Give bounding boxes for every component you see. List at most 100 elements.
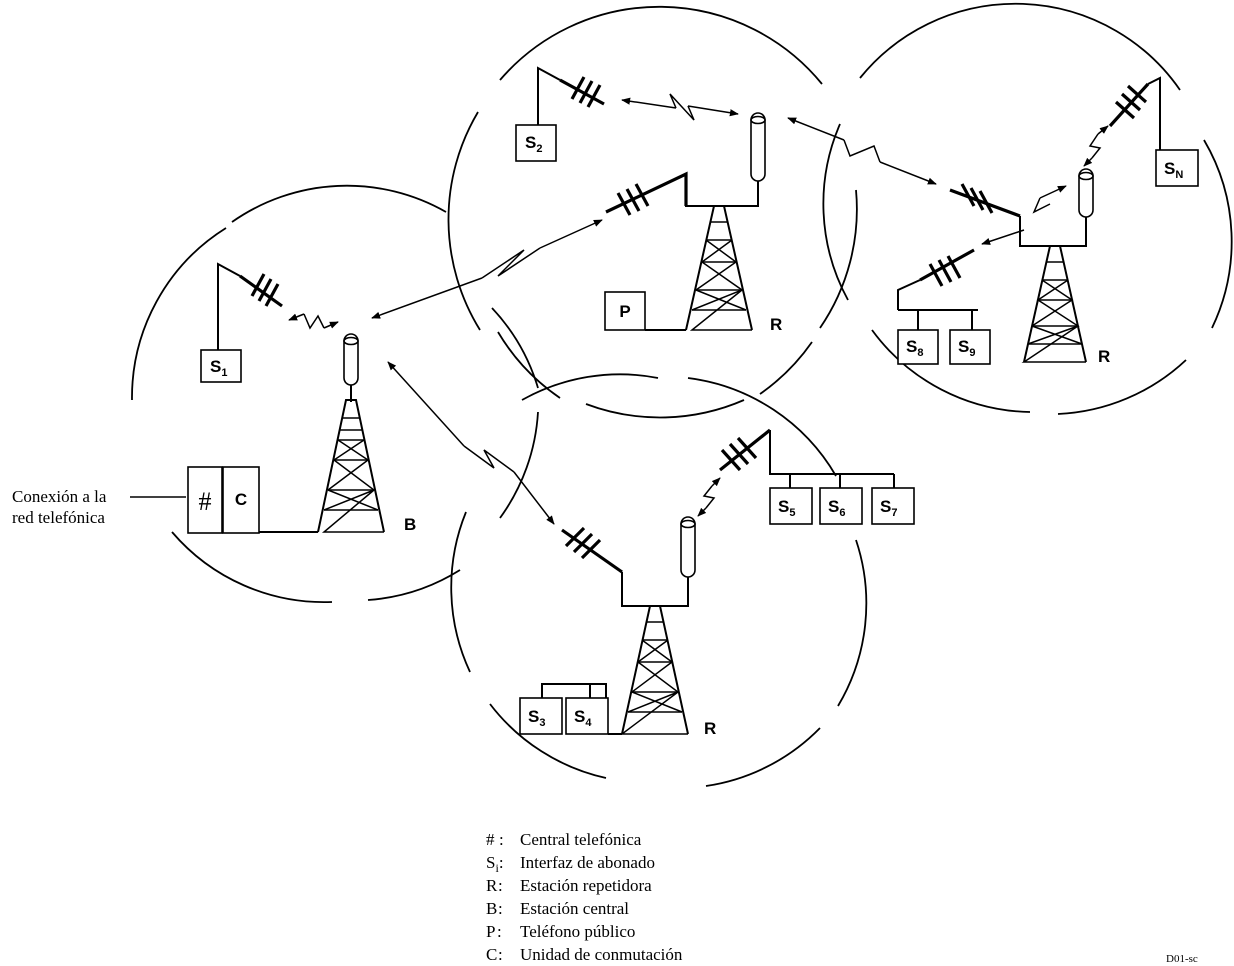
- legend-item: B : Estación central: [486, 899, 629, 918]
- tower-right: [1021, 245, 1087, 363]
- tower-b: [317, 399, 385, 533]
- s9-index: 9: [969, 347, 975, 359]
- omni-antenna-top: [750, 112, 766, 182]
- s2-letter: S: [525, 133, 536, 152]
- s4-letter: S: [574, 707, 585, 726]
- cell-right-repeater-coverage: [822, 2, 1233, 415]
- s6-index: 6: [839, 507, 845, 519]
- svg-text::: :: [498, 945, 503, 964]
- exchange-symbol: #: [199, 487, 212, 516]
- s9-letter: S: [958, 337, 969, 356]
- arrow-right-to-s8s9: [981, 229, 1025, 245]
- bottom-repeater-station: R: [561, 516, 716, 738]
- svg-text:S8: S8: [906, 337, 923, 359]
- radio-link-b-bottom: [387, 361, 555, 525]
- radio-link-s2-top: [621, 93, 739, 121]
- legend-key: #: [486, 830, 495, 849]
- radio-link-s5-bottom: [697, 477, 721, 517]
- cell-top-repeater-coverage: [447, 5, 858, 419]
- s7-index: 7: [891, 507, 897, 519]
- legend-key: R: [486, 876, 498, 895]
- figure-code: D01-sc: [1166, 953, 1198, 965]
- legend: # : Central telefónica Si: Interfaz de a…: [486, 830, 683, 964]
- top-repeater-label: R: [770, 315, 782, 334]
- exchange-box: #: [187, 466, 223, 534]
- legend-text: Unidad de conmutación: [520, 945, 683, 964]
- svg-text::: :: [499, 830, 504, 849]
- tower-bottom: [619, 605, 689, 735]
- svg-text:S9: S9: [958, 337, 975, 359]
- omni-antenna-right: [1078, 168, 1094, 218]
- legend-text: Interfaz de abonado: [520, 853, 655, 872]
- subscriber-sn: SN: [1108, 76, 1199, 187]
- s4-index: 4: [585, 717, 592, 729]
- s5-index: 5: [789, 507, 795, 519]
- tower-top: [685, 205, 753, 331]
- subscriber-group-s3-s4: S3 S4: [519, 683, 622, 735]
- subscriber-group-s5-s7: S5 S6 S7: [719, 428, 915, 525]
- top-repeater-station: P R: [604, 112, 782, 334]
- radio-link-s1-b: [288, 313, 339, 330]
- svg-text:Si:: Si:: [486, 853, 504, 875]
- s2-index: 2: [536, 143, 542, 155]
- central-station-label: B: [404, 515, 416, 534]
- radio-link-sn-right: [1083, 125, 1109, 167]
- s7-letter: S: [880, 497, 891, 516]
- sn-index: N: [1175, 169, 1183, 181]
- radio-link-b-top: [371, 219, 603, 319]
- svg-text:SN: SN: [1164, 159, 1183, 181]
- legend-key-sub: i: [495, 861, 499, 875]
- subscriber-s1: S1: [200, 262, 283, 383]
- svg-text:S3: S3: [528, 707, 545, 729]
- omni-antenna-bottom: [680, 516, 696, 578]
- bottom-repeater-label: R: [704, 719, 716, 738]
- svg-text::: :: [497, 922, 502, 941]
- radio-link-top-right: [787, 117, 937, 185]
- legend-item: C : Unidad de conmutación: [486, 945, 683, 964]
- svg-text:S2: S2: [525, 133, 542, 155]
- connection-label-line-1: Conexión a la: [12, 487, 107, 506]
- legend-text: Teléfono público: [520, 922, 635, 941]
- right-repeater-station: R: [949, 168, 1110, 366]
- cell-b-coverage: [131, 184, 539, 604]
- svg-text:S7: S7: [880, 497, 897, 519]
- legend-item: # : Central telefónica: [486, 830, 642, 849]
- svg-text:S5: S5: [778, 497, 795, 519]
- legend-text: Estación central: [520, 899, 629, 918]
- legend-item: Si: Interfaz de abonado: [486, 853, 655, 875]
- central-station-b: # C Conexión a la red telefónica B: [12, 333, 416, 534]
- legend-text: Central telefónica: [520, 830, 642, 849]
- s1-letter: S: [210, 357, 221, 376]
- s1-index: 1: [221, 367, 227, 379]
- svg-text::: :: [498, 899, 503, 918]
- legend-item: P : Teléfono público: [486, 922, 635, 941]
- s6-letter: S: [828, 497, 839, 516]
- legend-key: C: [486, 945, 497, 964]
- subscriber-s2: S2: [515, 66, 605, 162]
- legend-item: R : Estación repetidora: [486, 876, 652, 895]
- switching-unit-box: C: [222, 466, 260, 534]
- legend-key: B: [486, 899, 497, 918]
- s8-index: 8: [917, 347, 923, 359]
- svg-text::: :: [498, 876, 503, 895]
- omni-antenna-b: [343, 333, 359, 402]
- svg-text:S6: S6: [828, 497, 845, 519]
- right-repeater-label: R: [1098, 347, 1110, 366]
- subscriber-group-s8-s9: S8 S9: [897, 248, 991, 365]
- legend-text: Estación repetidora: [520, 876, 652, 895]
- radio-link-right-antenna: [1032, 185, 1067, 214]
- s3-letter: S: [528, 707, 539, 726]
- s8-letter: S: [906, 337, 917, 356]
- sn-letter: S: [1164, 159, 1175, 178]
- connection-label-line-2: red telefónica: [12, 508, 105, 527]
- svg-text:S1: S1: [210, 357, 227, 379]
- public-phone-label: P: [619, 302, 630, 321]
- s3-index: 3: [539, 717, 545, 729]
- cell-bottom-repeater-coverage: [450, 373, 868, 787]
- svg-text:S4: S4: [574, 707, 592, 729]
- legend-key: S: [486, 853, 495, 872]
- legend-key: P: [486, 922, 495, 941]
- switching-symbol: C: [235, 490, 247, 509]
- s5-letter: S: [778, 497, 789, 516]
